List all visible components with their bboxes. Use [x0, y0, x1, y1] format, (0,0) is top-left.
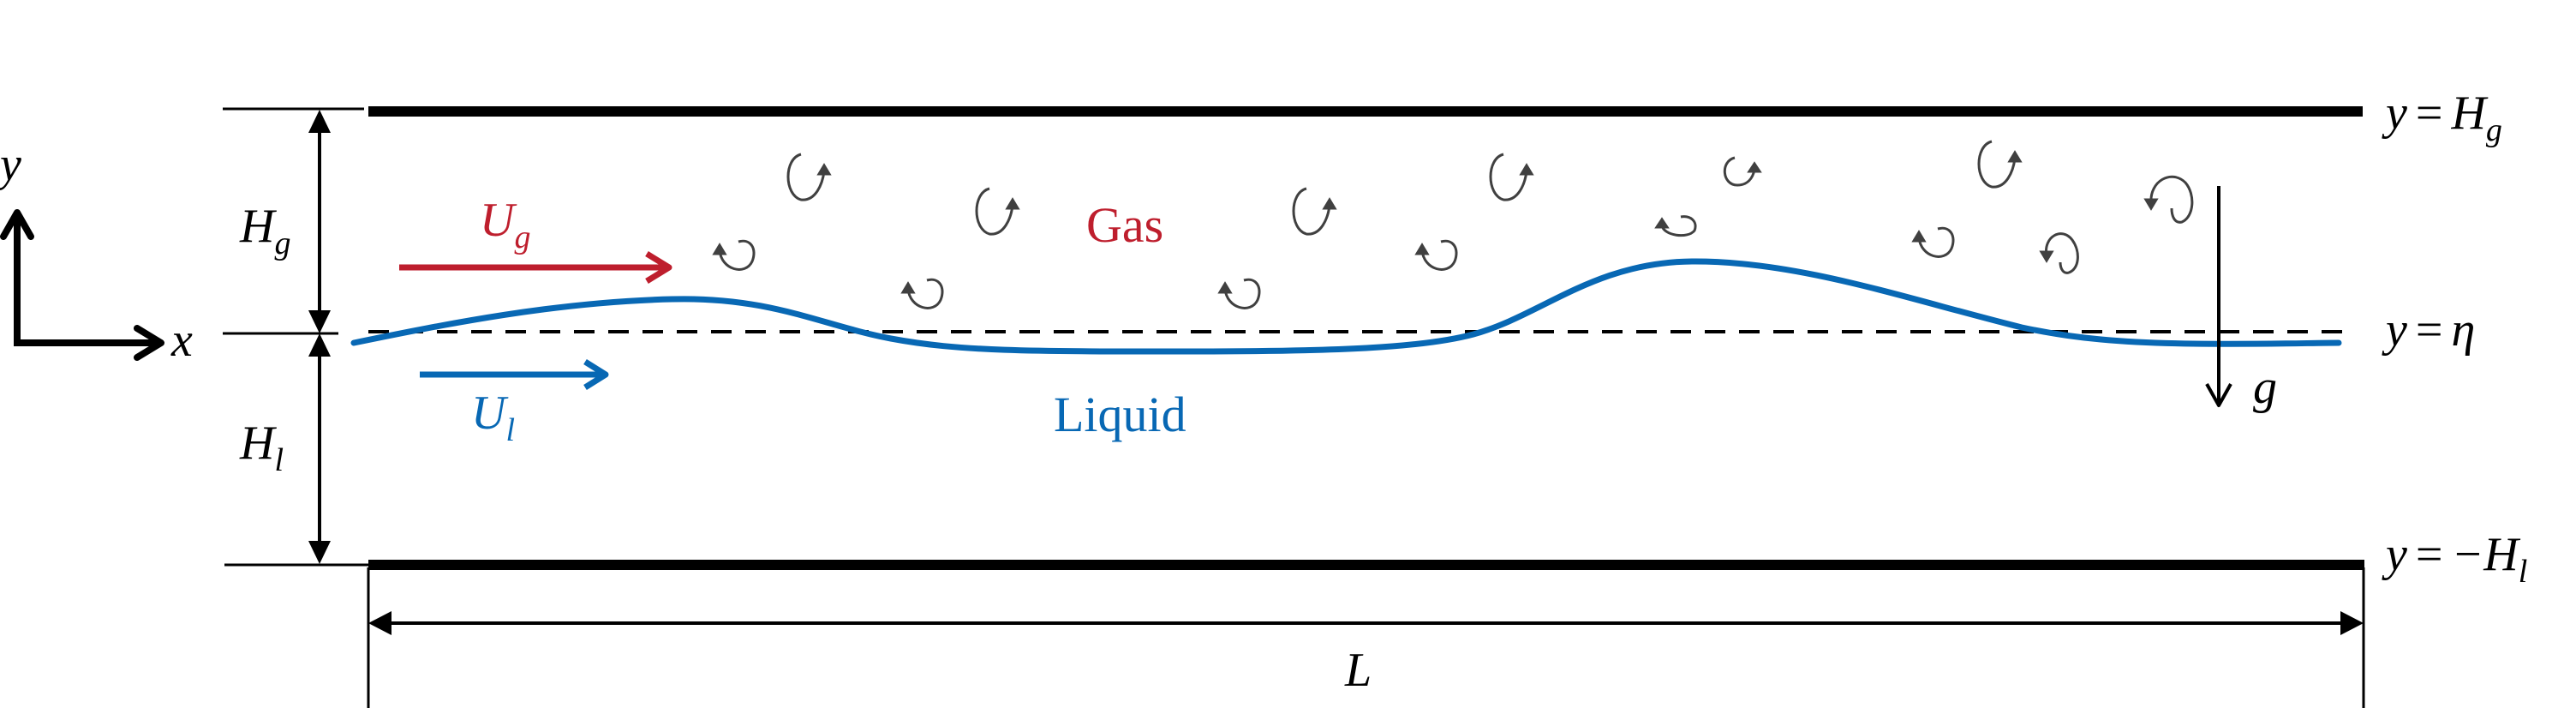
eddy-icon	[2143, 175, 2194, 224]
eddy-icon	[1654, 215, 1697, 237]
liquid-height-dimension	[308, 333, 331, 564]
gravity-label: g	[2253, 361, 2277, 414]
liquid-velocity-arrow	[420, 359, 609, 390]
gas-velocity-arrow	[399, 251, 672, 284]
eddy-icon	[900, 278, 944, 309]
y-axis-arrowhead	[0, 209, 34, 240]
x-axis-label: x	[170, 314, 193, 367]
gas-label: Gas	[1086, 197, 1163, 253]
gas-height-label: Hg	[239, 200, 290, 261]
length-dimension	[367, 567, 2365, 708]
eddy-icon	[975, 187, 1020, 236]
eddy-icon	[1414, 239, 1458, 271]
liquid-velocity-label: Ul	[471, 387, 515, 448]
gravity-arrow	[2205, 186, 2232, 407]
eddy-icon	[1292, 187, 1337, 236]
eddy-icon	[786, 153, 832, 201]
eddy-icon	[1489, 153, 1534, 201]
liquid-interface-wave	[350, 258, 2342, 355]
eddy-icon	[712, 239, 756, 271]
eddies	[712, 140, 2194, 309]
interface-equation: y=η	[2382, 303, 2475, 357]
liquid-label: Liquid	[1054, 387, 1186, 442]
eddy-icon	[1723, 156, 1762, 187]
eddy-icon	[1217, 278, 1261, 309]
eddy-icon	[1977, 140, 2023, 189]
y-axis-label: y	[0, 138, 21, 191]
bottom-wall-equation: y=−Hl	[2382, 528, 2527, 590]
length-label: L	[1344, 644, 1372, 697]
gas-height-dimension	[308, 110, 331, 333]
eddy-icon	[2039, 232, 2079, 274]
eddy-icon	[1911, 226, 1955, 258]
coordinate-axes	[0, 209, 164, 361]
x-axis-arrowhead	[134, 325, 164, 361]
top-wall-equation: y=Hg	[2382, 87, 2502, 148]
liquid-height-label: Hl	[239, 417, 284, 478]
gas-velocity-label: Ug	[480, 194, 530, 255]
